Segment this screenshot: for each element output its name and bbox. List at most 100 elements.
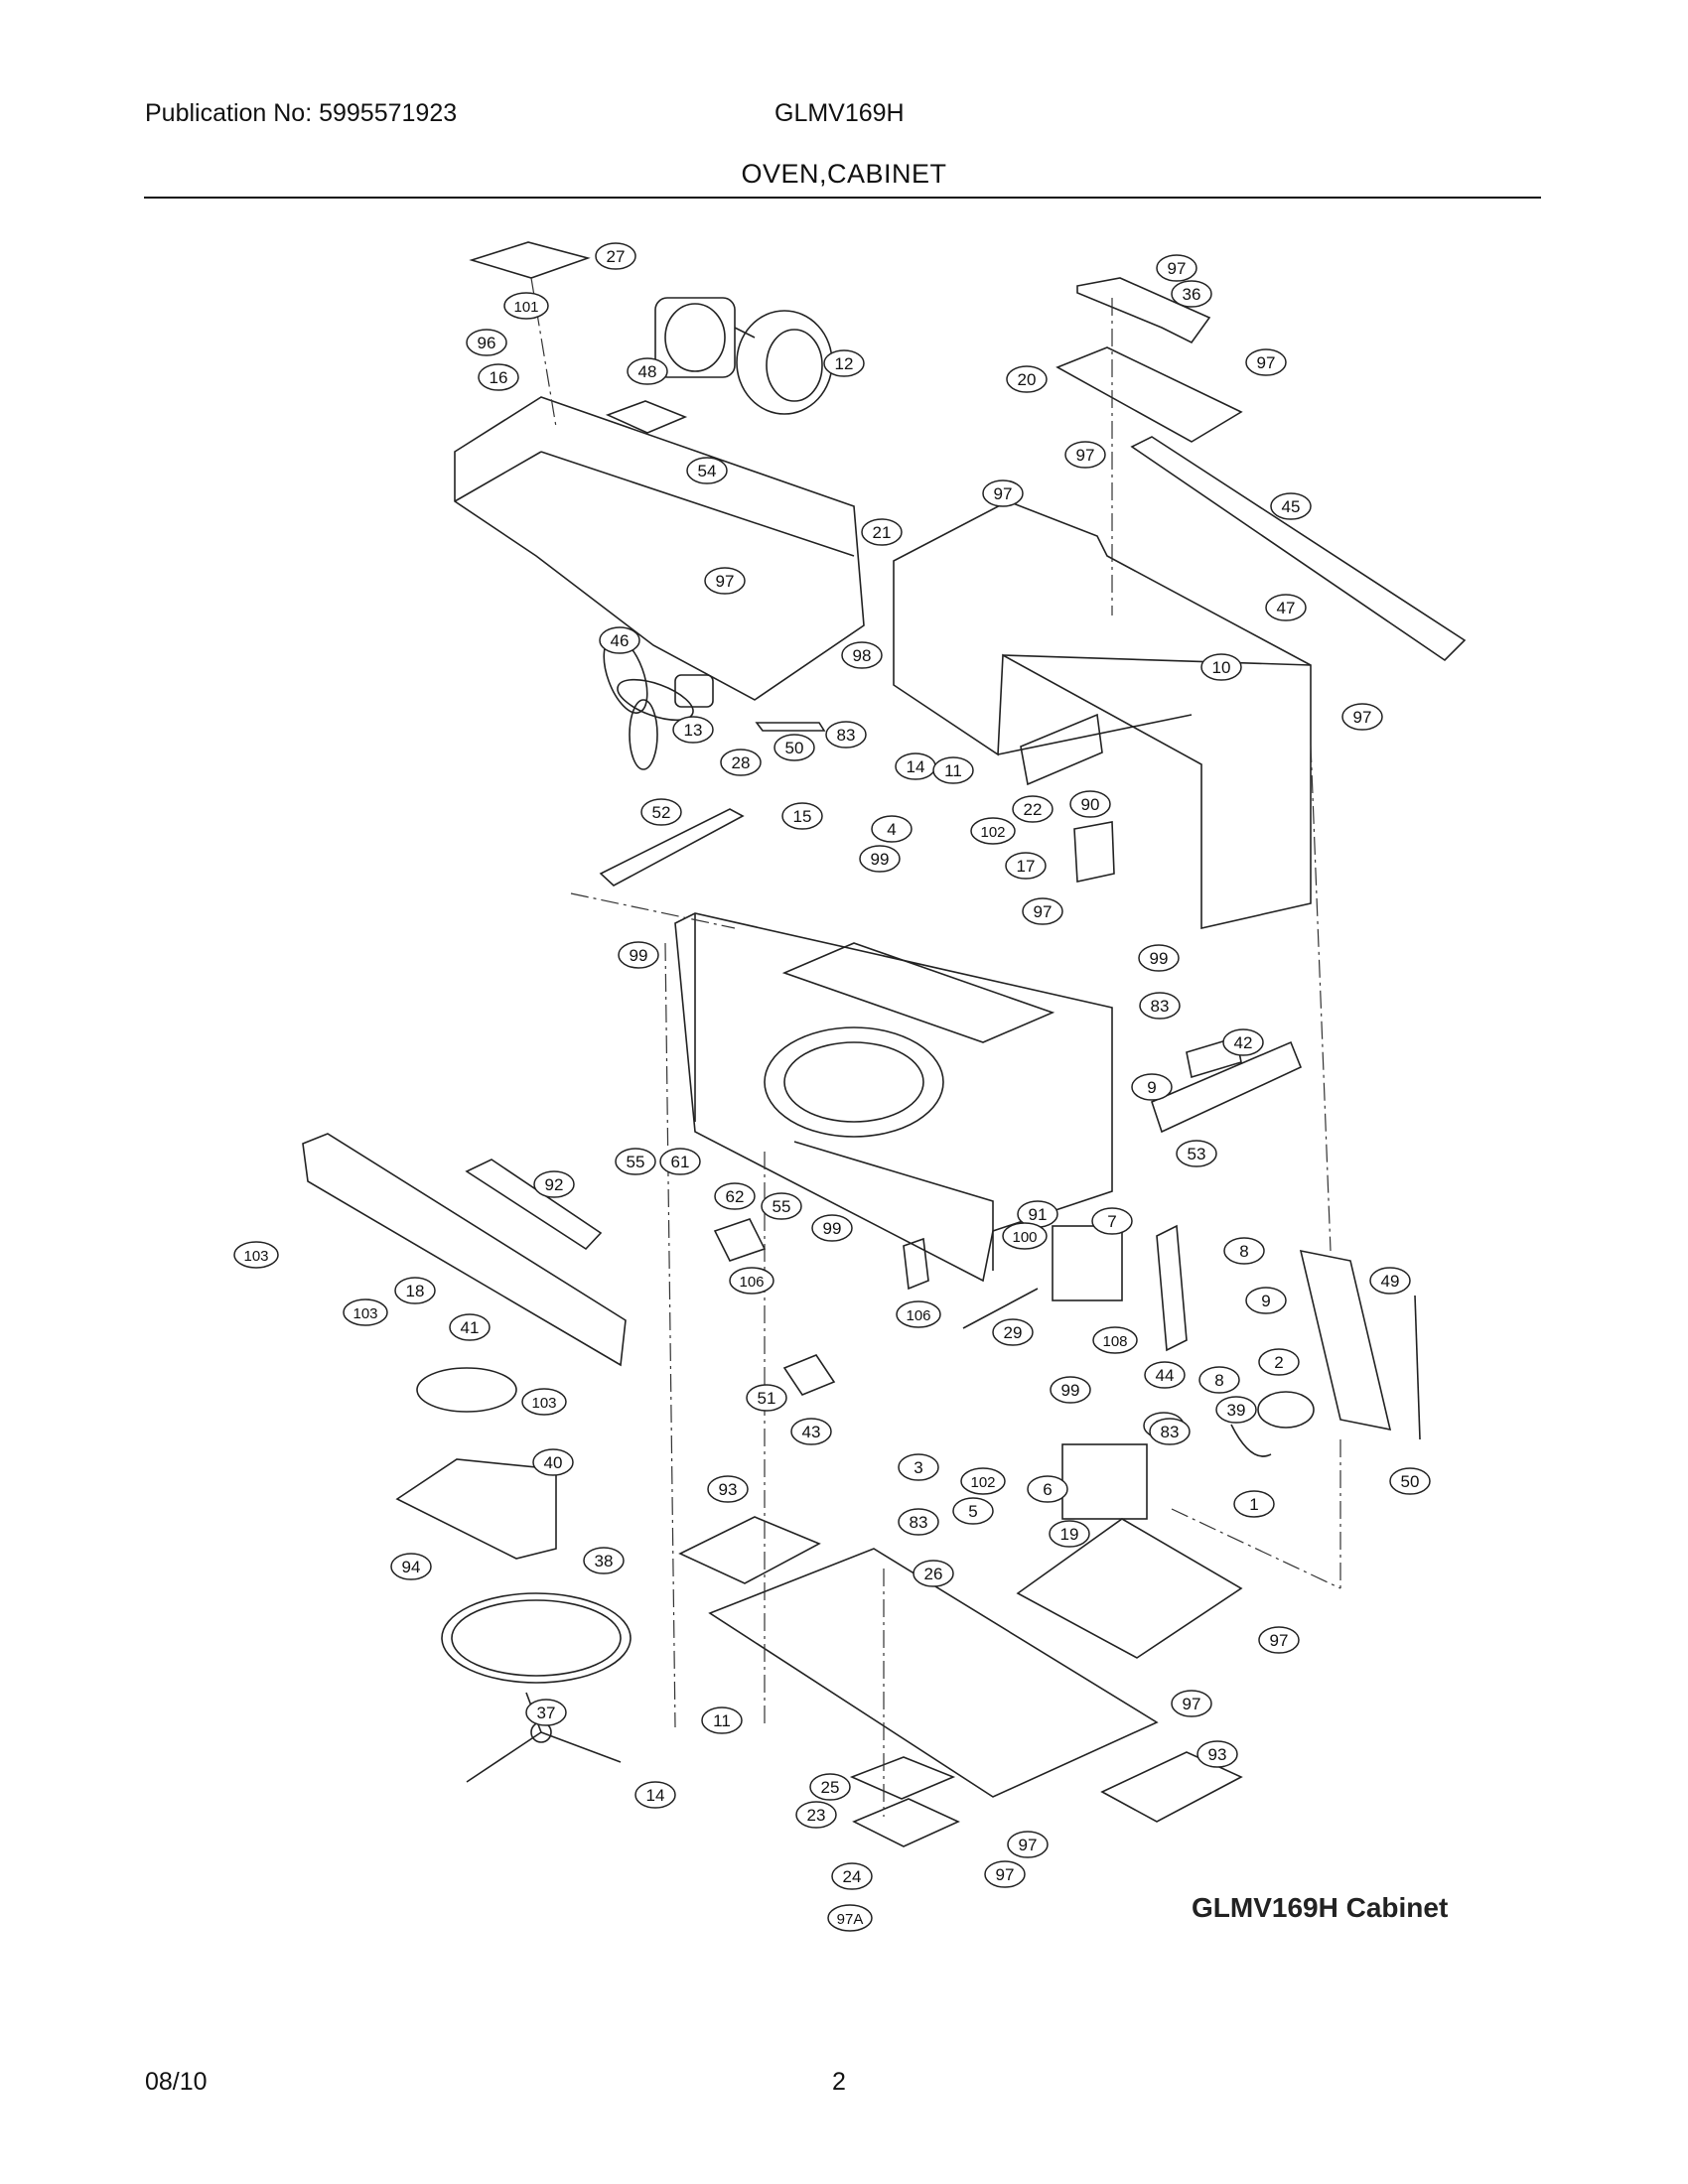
callout-99: 99 (618, 941, 659, 969)
callout-bubble (982, 479, 1024, 507)
callout-bubble (992, 1318, 1034, 1346)
callout-bubble (233, 1241, 279, 1269)
callout-bubble (861, 518, 903, 546)
callout-label: 36 (1183, 285, 1201, 304)
callout-label: 97 (716, 572, 735, 591)
callout-bubble (618, 941, 659, 969)
callout-106: 106 (729, 1267, 774, 1295)
callout-19: 19 (1049, 1520, 1090, 1548)
callout-label: 23 (807, 1806, 826, 1825)
callout-label: 97 (1257, 353, 1276, 372)
callout-label: 91 (1029, 1205, 1048, 1224)
callout-36: 36 (1171, 280, 1212, 308)
cabinet-edge (1002, 654, 1312, 666)
callout-label: 14 (646, 1786, 665, 1805)
callout-label: 37 (537, 1704, 556, 1722)
callout-98: 98 (841, 641, 883, 669)
callout-label: 90 (1081, 795, 1100, 814)
part-106-sheet-left (713, 1218, 767, 1262)
part-50-strip (755, 722, 826, 732)
callout-label: 53 (1188, 1145, 1206, 1163)
callout-bubble (595, 242, 636, 270)
callout-bubble (634, 1781, 676, 1809)
callout-label: 99 (1061, 1381, 1080, 1400)
callout-bubble (1265, 594, 1307, 621)
callout-bubble (774, 734, 815, 761)
callout-7: 7 (1091, 1207, 1133, 1235)
callout-label: 8 (1214, 1371, 1223, 1390)
cabinet-edge (997, 714, 1193, 755)
callout-94: 94 (390, 1553, 432, 1580)
callout-11: 11 (701, 1706, 743, 1734)
part-44-interlock-bracket (1156, 1224, 1188, 1352)
callout-99: 99 (859, 845, 901, 873)
callout-bubble (672, 716, 714, 744)
callout-bubble (686, 457, 728, 484)
callout-61: 61 (659, 1148, 701, 1175)
callout-label: 98 (853, 646, 872, 665)
callout-97: 97 (1007, 1831, 1049, 1858)
callout-14: 14 (634, 1781, 676, 1809)
leader (570, 892, 736, 929)
part-40-tray (395, 1458, 557, 1560)
callout-bubble (532, 1448, 574, 1476)
callout-55: 55 (615, 1148, 656, 1175)
callout-bubble (466, 329, 507, 356)
callout-bubble (811, 1214, 853, 1242)
callout-label: 97 (1019, 1836, 1038, 1854)
callout-bubble (1245, 348, 1287, 376)
callout-97: 97 (1064, 441, 1106, 469)
callout-label: 103 (243, 1248, 268, 1265)
callout-label: 2 (1274, 1353, 1283, 1372)
callout-label: 103 (531, 1395, 556, 1412)
callout-bubble (859, 845, 901, 873)
callout-3: 3 (898, 1453, 939, 1481)
callout-label: 21 (873, 523, 892, 542)
callout-bubble (1258, 1348, 1300, 1376)
callout-bubble (704, 567, 746, 595)
part-50-strip-right (1414, 1295, 1421, 1440)
callout-46: 46 (599, 626, 640, 654)
callout-10: 10 (1200, 653, 1242, 681)
callout-label: 14 (907, 757, 925, 776)
callout-97: 97 (1171, 1690, 1212, 1717)
callout-bubble (394, 1277, 436, 1304)
callout-bubble (1149, 1418, 1191, 1445)
leader (1171, 1508, 1341, 1589)
callout-bubble (1050, 1376, 1091, 1404)
callout-bubble (1092, 1326, 1138, 1354)
callout-bubble (1049, 1520, 1090, 1548)
callout-label: 83 (910, 1513, 928, 1532)
callout-5: 5 (952, 1497, 994, 1525)
callout-label: 9 (1261, 1292, 1270, 1310)
callout-2: 2 (1258, 1348, 1300, 1376)
callout-bubble (1002, 1222, 1048, 1250)
callout-label: 46 (611, 631, 630, 650)
callout-bubble (714, 1182, 756, 1210)
callout-label: 28 (732, 753, 751, 772)
callout-bubble (1245, 1287, 1287, 1314)
callout-label: 99 (823, 1219, 842, 1238)
callout-label: 29 (1004, 1323, 1023, 1342)
callout-93: 93 (1196, 1740, 1238, 1768)
part-49-control-board (1299, 1249, 1392, 1432)
callout-bubble (1022, 897, 1063, 925)
callout-label: 39 (1227, 1401, 1246, 1420)
callout-bubble (1171, 1690, 1212, 1717)
callout-99: 99 (1050, 1376, 1091, 1404)
callout-label: 18 (406, 1282, 425, 1300)
callout-bubble (1131, 1073, 1173, 1101)
part-52-bracket (599, 808, 745, 887)
callout-52: 52 (640, 798, 682, 826)
callout-label: 96 (478, 334, 496, 352)
callout-8: 8 (1223, 1237, 1265, 1265)
callout-label: 97 (996, 1865, 1015, 1884)
callout-22: 22 (1012, 795, 1054, 823)
callout-83: 83 (1139, 992, 1181, 1020)
callout-label: 97 (1183, 1695, 1201, 1713)
callout-bubble (1222, 1028, 1264, 1056)
callout-97: 97 (704, 567, 746, 595)
part-38-roller-ring-inner (451, 1599, 622, 1677)
callout-bubble (790, 1418, 832, 1445)
